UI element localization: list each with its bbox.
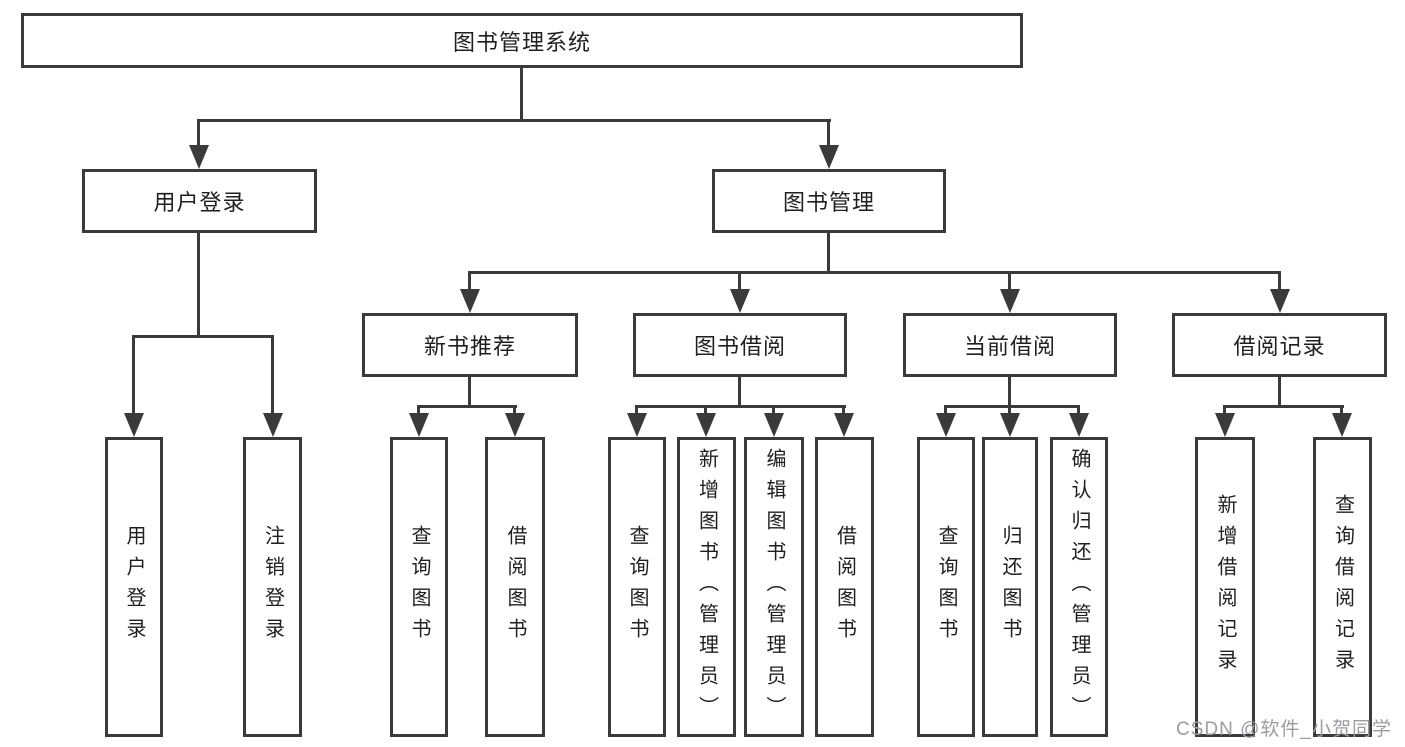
node-edit-book-admin: 编辑图书（管理员）	[744, 437, 804, 737]
watermark-csdn: CSDN @软件_小贺同学	[1176, 719, 1392, 740]
arrowhead-down	[263, 413, 283, 437]
connector-line	[827, 119, 830, 147]
node-user-login: 用户登录	[82, 169, 317, 233]
arrowhead-down	[730, 289, 750, 313]
arrowhead-down	[1000, 289, 1020, 313]
node-book-management: 图书管理	[712, 169, 946, 233]
node-query-books-borrowing: 查询图书	[608, 437, 666, 737]
node-borrow-books-recommend: 借阅图书	[485, 437, 545, 737]
node-label: 图书借阅	[693, 334, 786, 359]
node-current-borrowing: 当前借阅	[903, 313, 1117, 377]
node-add-borrow-record: 新增借阅记录	[1195, 437, 1255, 737]
connector-line	[944, 405, 947, 417]
node-confirm-return-admin: 确认归还（管理员）	[1050, 437, 1108, 737]
connector-line	[1008, 405, 1011, 417]
node-label: 新书推荐	[423, 334, 516, 359]
connector-line	[1077, 405, 1080, 417]
arrowhead-down	[409, 413, 429, 437]
node-label: 新增图书（管理员）	[695, 447, 718, 727]
connector-line	[1008, 271, 1011, 291]
arrowhead-down	[124, 413, 144, 437]
connector-line	[1008, 377, 1011, 408]
connector-line	[197, 119, 200, 147]
node-new-book-recommendation: 新书推荐	[362, 313, 578, 377]
node-label: 借阅图书	[833, 525, 856, 649]
arrowhead-down	[834, 413, 854, 437]
arrowhead-down	[627, 413, 647, 437]
arrowhead-down	[189, 145, 209, 169]
node-label: 新增借阅记录	[1214, 494, 1236, 680]
connector-line	[1278, 271, 1281, 291]
node-return-books: 归还图书	[982, 437, 1038, 737]
connector-line	[417, 405, 517, 408]
node-label: 图书管理	[782, 190, 875, 215]
connector-line	[513, 405, 516, 417]
connector-line	[827, 233, 830, 274]
connector-line	[738, 271, 741, 291]
node-label: 编辑图书（管理员）	[763, 447, 785, 727]
node-library-management-system: 图书管理系统	[21, 13, 1023, 68]
node-label: 归还图书	[999, 525, 1021, 649]
connector-line	[1223, 405, 1344, 408]
connector-line	[417, 405, 420, 417]
node-label: 查询图书	[626, 525, 648, 649]
connector-line	[842, 405, 845, 417]
connector-line	[738, 377, 741, 408]
node-logout: 注销登录	[243, 437, 302, 737]
node-label: 图书管理系统	[452, 29, 591, 55]
connector-line	[1340, 405, 1343, 417]
node-label: 当前借阅	[963, 334, 1056, 359]
connector-line	[944, 405, 1080, 408]
node-label: 查询借阅记录	[1331, 494, 1354, 680]
arrowhead-down	[1332, 413, 1352, 437]
node-label: 用户登录	[123, 525, 145, 649]
arrowhead-down	[505, 413, 525, 437]
arrowhead-down	[936, 413, 956, 437]
arrowhead-down	[460, 289, 480, 313]
connector-line	[772, 405, 775, 417]
connector-line	[635, 405, 846, 408]
node-query-books-recommend: 查询图书	[390, 437, 448, 737]
connector-line	[132, 335, 135, 415]
node-label: 借阅记录	[1233, 334, 1326, 359]
arrowhead-down	[1270, 289, 1290, 313]
node-borrowing-records: 借阅记录	[1172, 313, 1387, 377]
connector-line	[197, 119, 831, 122]
connector-line	[197, 233, 200, 338]
node-label: 确认归还（管理员）	[1068, 447, 1090, 727]
connector-line	[520, 68, 523, 120]
connector-line	[468, 377, 471, 408]
node-query-books-current: 查询图书	[917, 437, 975, 737]
node-label: 查询图书	[408, 525, 430, 649]
node-user-login-action: 用户登录	[105, 437, 163, 737]
arrowhead-down	[1000, 413, 1020, 437]
node-label: 借阅图书	[504, 525, 526, 649]
connector-line	[1223, 405, 1226, 417]
node-add-book-admin: 新增图书（管理员）	[677, 437, 736, 737]
arrowhead-down	[1215, 413, 1235, 437]
connector-line	[468, 271, 471, 291]
node-book-borrowing: 图书借阅	[633, 313, 847, 377]
arrowhead-down	[764, 413, 784, 437]
node-query-borrow-record: 查询借阅记录	[1313, 437, 1372, 737]
connector-line	[635, 405, 638, 417]
node-label: 用户登录	[153, 190, 246, 215]
node-borrow-books-borrowing: 借阅图书	[815, 437, 874, 737]
connector-line	[271, 335, 274, 415]
arrowhead-down	[1069, 413, 1089, 437]
arrowhead-down	[696, 413, 716, 437]
connector-line	[132, 335, 274, 338]
arrowhead-down	[819, 145, 839, 169]
connector-line	[1278, 377, 1281, 408]
node-label: 注销登录	[261, 525, 284, 649]
connector-line	[468, 271, 1281, 274]
connector-line	[704, 405, 707, 417]
node-label: 查询图书	[935, 525, 957, 649]
